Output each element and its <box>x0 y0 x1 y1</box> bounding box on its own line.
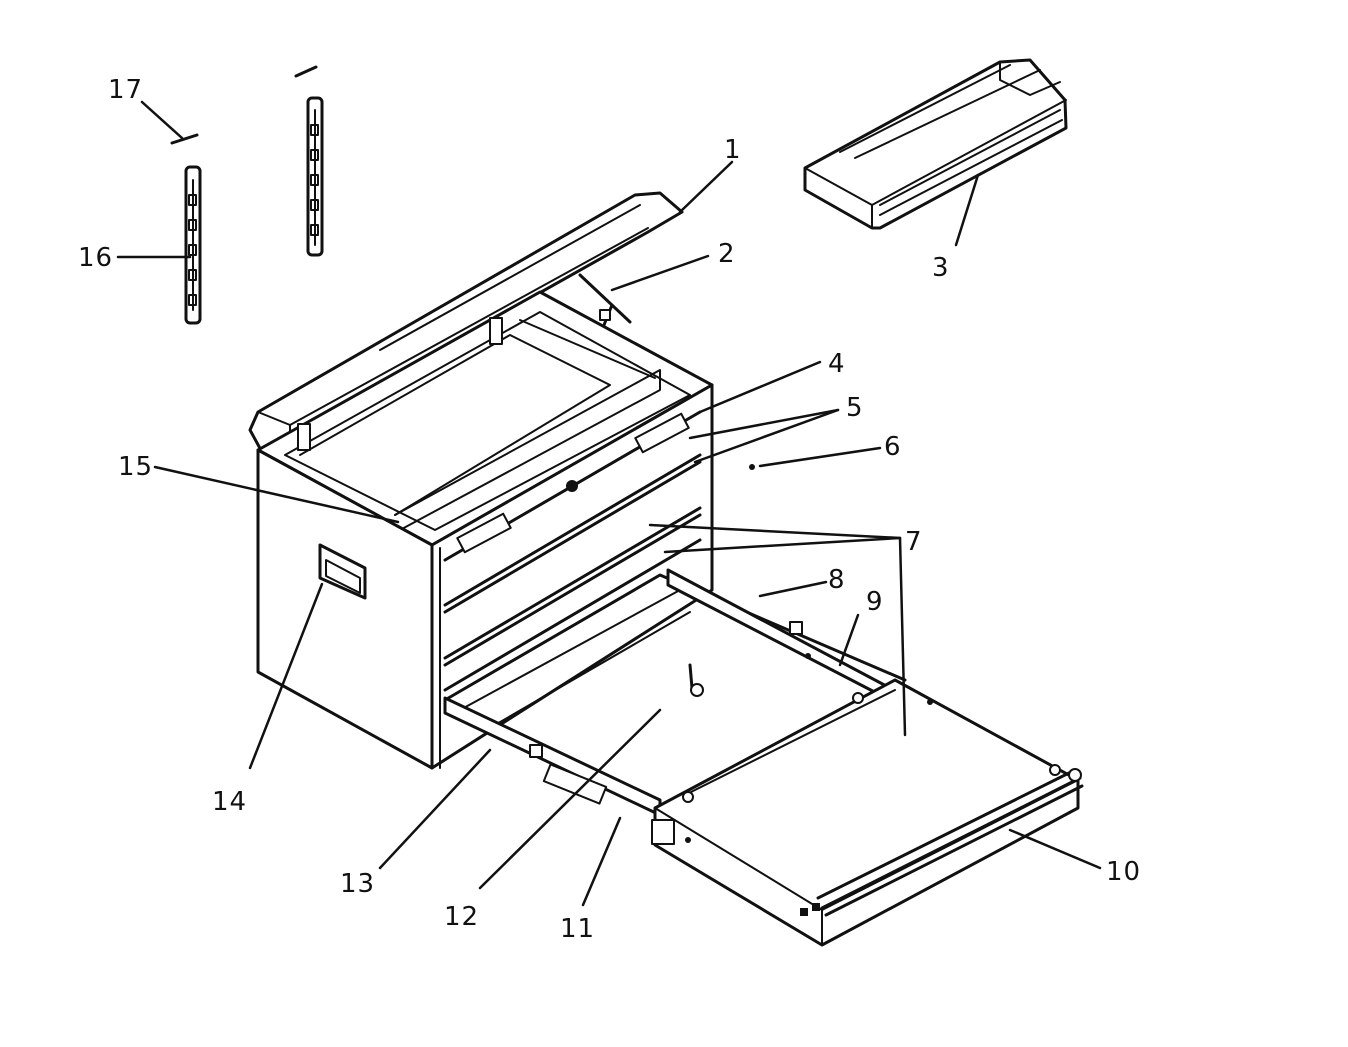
side-handle-part-14 <box>318 543 367 600</box>
label-11: 11 <box>560 914 595 944</box>
label-4: 4 <box>828 349 846 379</box>
label-3: 3 <box>932 253 950 283</box>
drawer-slide-part-8 <box>666 568 892 702</box>
label-16: 16 <box>78 243 113 273</box>
label-9: 9 <box>866 587 884 617</box>
label-5: 5 <box>846 393 864 423</box>
label-10: 10 <box>1106 857 1141 887</box>
label-14: 14 <box>212 787 247 817</box>
tool-tray-part-3 <box>803 58 1068 230</box>
label-6: 6 <box>884 432 902 462</box>
part-labels: 17 16 1 2 3 4 5 6 7 8 9 10 11 12 13 14 1… <box>78 75 1141 944</box>
label-17: 17 <box>108 75 143 105</box>
label-7: 7 <box>905 527 923 557</box>
label-12: 12 <box>444 902 479 932</box>
label-8: 8 <box>828 565 846 595</box>
label-15: 15 <box>118 452 153 482</box>
hinge-pin-part-17 <box>170 65 318 145</box>
open-drawer <box>443 568 1084 947</box>
hinge-part-16 <box>184 165 202 325</box>
label-1: 1 <box>724 135 742 165</box>
label-13: 13 <box>340 869 375 899</box>
label-2: 2 <box>718 239 736 269</box>
hinge-second <box>306 96 324 257</box>
leader-lines <box>116 100 1102 907</box>
drawer-slide-part-13 <box>443 696 662 817</box>
tool-chest-body <box>256 290 755 770</box>
